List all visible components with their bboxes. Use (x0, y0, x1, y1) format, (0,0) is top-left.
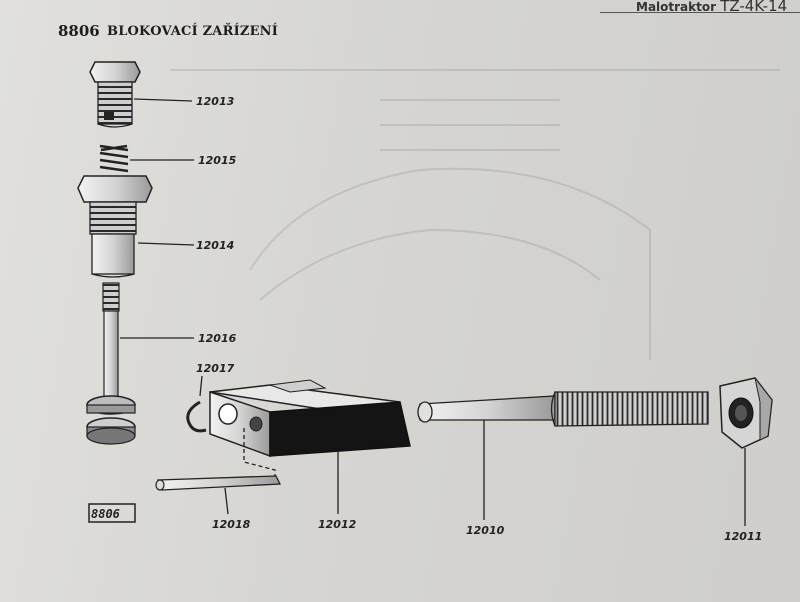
section-reference-box: 8806 (88, 503, 136, 523)
running-header-model: Malotraktor (636, 0, 717, 14)
part-12012-locking-block (209, 379, 411, 480)
part-number-12011: 12011 (724, 530, 762, 543)
part-12014-hex-bushing (77, 175, 153, 278)
part-12015-spring (99, 144, 129, 173)
leader-12014 (137, 242, 195, 246)
part-12013-cap-screw (89, 61, 141, 128)
part-number-12014: 12014 (196, 239, 234, 252)
part-number-12010: 12010 (466, 524, 505, 537)
leader-12018 (224, 487, 229, 515)
running-header-type: TZ-4K-14 (720, 0, 788, 15)
leader-lines (120, 98, 746, 526)
section-number: 8806 (58, 22, 100, 40)
part-number-12017: 12017 (196, 362, 235, 375)
section-reference-label: 8806 (91, 507, 120, 521)
part-12016-locking-pin (86, 282, 136, 445)
part-12017-circlip (186, 400, 207, 433)
running-header: Malotraktor TZ-4K-14 (636, 0, 787, 15)
part-number-12018: 12018 (212, 518, 251, 531)
part-number-12012: 12012 (318, 518, 357, 531)
part-12018-cross-pin (155, 475, 282, 491)
part-number-12016: 12016 (198, 332, 237, 345)
leader-12017 (199, 375, 203, 397)
part-12010-threaded-bolt (417, 391, 709, 427)
part-labels: 12013 12015 12014 12016 12017 12018 1201… (196, 95, 762, 543)
part-number-12015: 12015 (198, 154, 237, 167)
header-rule (600, 12, 800, 13)
part-number-12013: 12013 (196, 95, 235, 108)
section-title: BLOKOVACÍ ZAŘÍZENÍ (107, 24, 279, 39)
part-12011-hex-nut (719, 377, 773, 449)
show-through-ghost (170, 69, 780, 360)
leader-12013 (133, 98, 193, 102)
